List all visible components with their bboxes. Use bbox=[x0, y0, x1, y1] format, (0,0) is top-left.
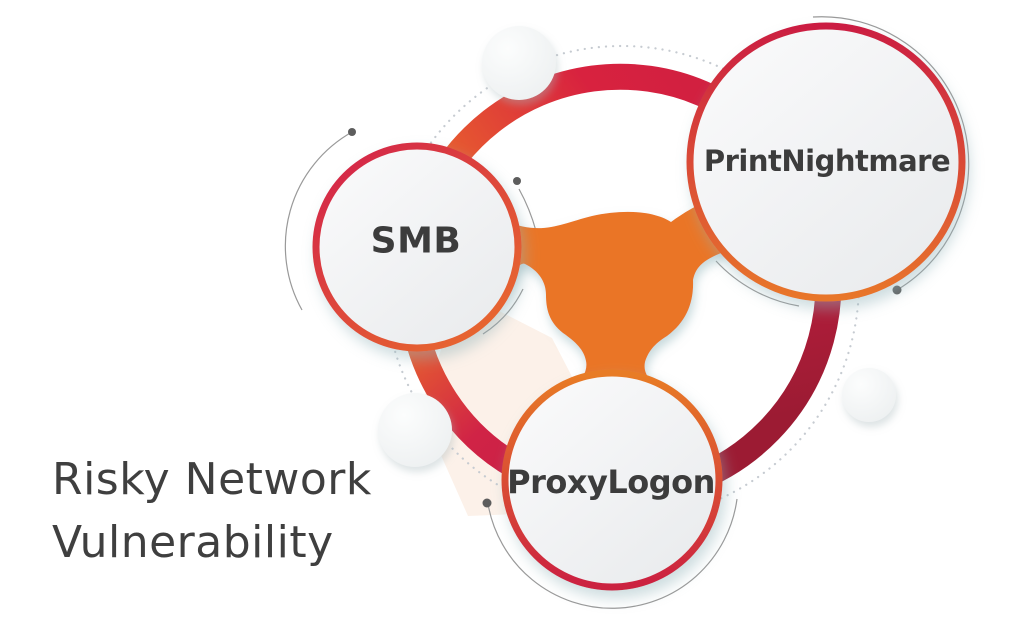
accent-dot-smb bbox=[348, 128, 356, 136]
node-label-proxylogon: ProxyLogon bbox=[507, 463, 715, 501]
arc-smb-upper bbox=[284, 131, 353, 311]
accent-arcs bbox=[284, 16, 970, 609]
page-title-line1: Risky Network bbox=[52, 454, 372, 505]
accent-dot-proxylogon bbox=[482, 498, 492, 508]
node-label-smb: SMB bbox=[370, 220, 462, 262]
node-circle-proxylogon bbox=[501, 369, 723, 591]
bubble-right bbox=[842, 368, 896, 422]
arc-printnightmare-outer bbox=[812, 16, 970, 291]
arc-hub-top bbox=[518, 188, 537, 232]
accent-dots bbox=[348, 128, 902, 508]
page-title: Risky Network Vulnerability bbox=[52, 448, 372, 574]
page-title-line2: Vulnerability bbox=[52, 517, 334, 568]
decorative-bubbles bbox=[378, 26, 896, 467]
accent-dot-printnightmare bbox=[892, 285, 902, 295]
network-nodes bbox=[312, 22, 966, 591]
hub-blob bbox=[500, 198, 729, 389]
node-label-printnightmare: PrintNightmare bbox=[703, 144, 951, 178]
bubble-left bbox=[378, 393, 452, 467]
arc-proxylogon-bottom bbox=[487, 498, 738, 609]
node-circle-smb bbox=[312, 142, 522, 352]
arc-printnightmare-inner bbox=[715, 260, 800, 307]
accent-dot-hub bbox=[513, 177, 521, 185]
bubble-top bbox=[482, 26, 556, 100]
arc-smb-lower bbox=[482, 288, 524, 335]
node-circle-printnightmare bbox=[686, 22, 966, 302]
